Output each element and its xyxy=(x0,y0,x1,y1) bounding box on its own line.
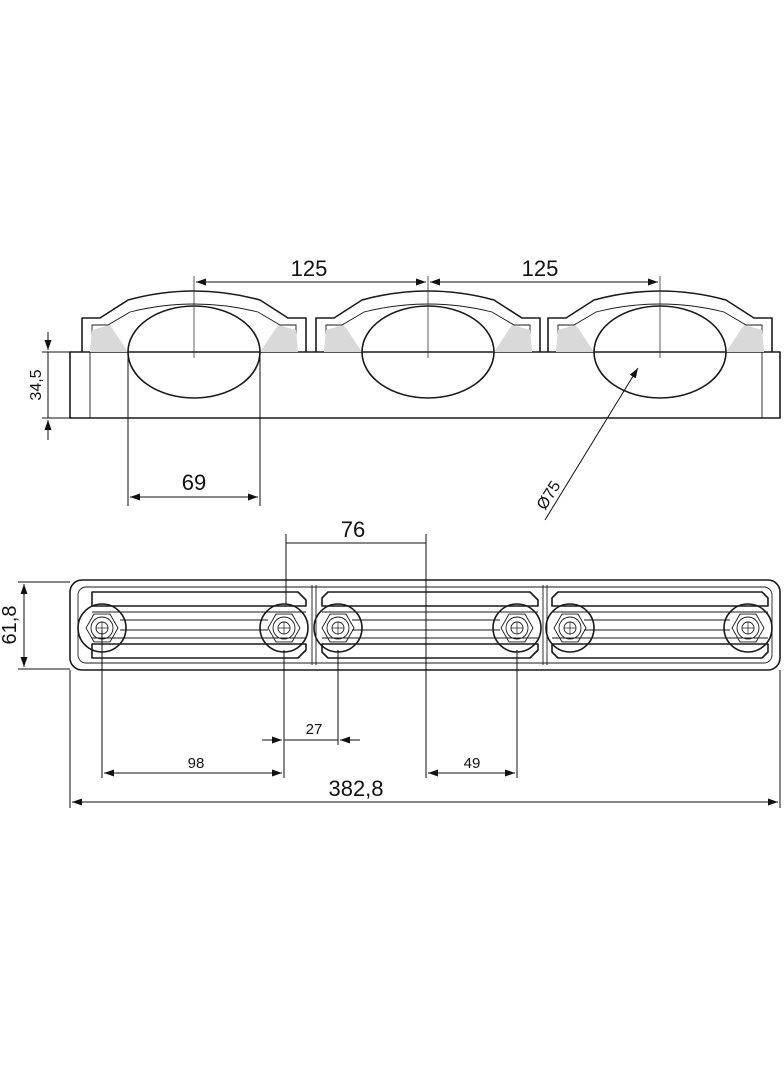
dim-overall-length: 382,8 xyxy=(328,776,383,801)
dim-clamp-opening: 69 xyxy=(182,470,206,495)
top-module-1 xyxy=(91,591,307,659)
top-module-3 xyxy=(551,591,769,659)
dim-height: 34,5 xyxy=(28,369,45,400)
top-module-2 xyxy=(321,591,539,659)
dim-pitch-left: 125 xyxy=(291,256,328,281)
dim-bolt-gap: 27 xyxy=(306,721,323,738)
top-outline xyxy=(69,579,781,671)
bolt xyxy=(723,603,773,653)
side-base xyxy=(69,351,781,419)
side-clamp-2 xyxy=(315,290,541,399)
dim-clip-length: 76 xyxy=(341,517,365,542)
dim-bolt-offset-left: 98 xyxy=(188,755,205,772)
dim-overall-width: 61,8 xyxy=(0,606,21,645)
top-view: 76 61,8 27 98 49 382,8 xyxy=(0,517,781,808)
dim-pitch-right: 125 xyxy=(522,256,559,281)
side-view: 125 125 34,5 69 Ø75 xyxy=(28,256,781,521)
bolt xyxy=(545,603,595,653)
dim-bolt-offset-right: 49 xyxy=(464,755,481,772)
